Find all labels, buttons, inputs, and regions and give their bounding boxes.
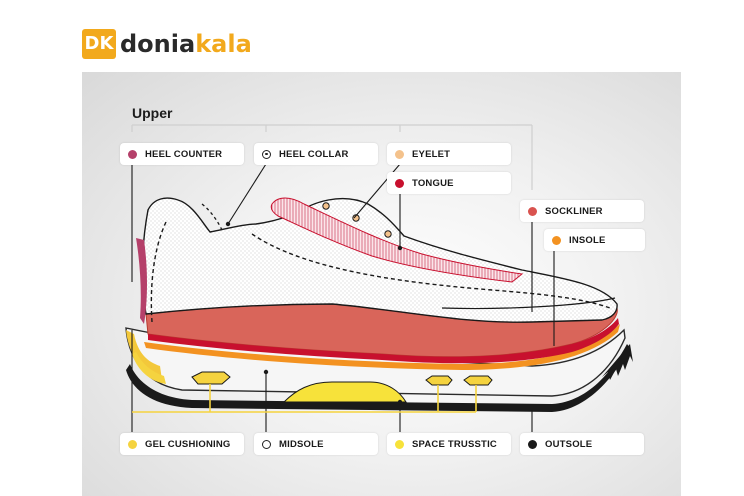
shoe-illustration bbox=[125, 124, 633, 432]
tongue-dot-icon bbox=[395, 178, 404, 188]
label-midsole: MIDSOLE bbox=[254, 433, 378, 455]
label-space-trusstic: SPACE TRUSSTIC bbox=[387, 433, 511, 455]
heel-counter-text: HEEL COUNTER bbox=[145, 148, 223, 160]
gel-bracket bbox=[132, 384, 477, 413]
callout-lines bbox=[131, 163, 555, 432]
eyelet-hole-2 bbox=[352, 214, 360, 222]
space-trusstic-text: SPACE TRUSSTIC bbox=[412, 438, 497, 450]
sockliner-text: SOCKLINER bbox=[545, 205, 603, 217]
eyelet-text: EYELET bbox=[412, 148, 451, 160]
label-insole: INSOLE bbox=[544, 229, 645, 251]
insole-text: INSOLE bbox=[569, 234, 606, 246]
heel-counter-shape bbox=[136, 238, 147, 324]
label-gel-cushioning: GEL CUSHIONING bbox=[120, 433, 244, 455]
space-trusstic-shape bbox=[282, 381, 407, 403]
eyelet-hole-1 bbox=[322, 202, 330, 210]
gel-heel-lower bbox=[132, 352, 166, 384]
heel-counter-dot-icon bbox=[128, 149, 137, 159]
outsole-shape bbox=[126, 344, 630, 412]
heel-collar-text: HEEL COLLAR bbox=[279, 148, 349, 160]
brand-logo[interactable]: DK doniakala bbox=[82, 27, 252, 61]
tongue-shape bbox=[270, 197, 524, 283]
label-tongue: TONGUE bbox=[387, 172, 511, 194]
collar-stitching bbox=[201, 203, 223, 231]
midsole-dot-icon bbox=[262, 439, 271, 449]
label-heel-counter: HEEL COUNTER bbox=[120, 143, 244, 165]
sockliner-dot-icon bbox=[528, 206, 537, 216]
gel-cushioning-text: GEL CUSHIONING bbox=[145, 438, 231, 450]
eyelet-dot-icon bbox=[395, 149, 404, 159]
outsole-tread bbox=[602, 344, 633, 380]
heel-collar-dot-icon bbox=[262, 149, 271, 159]
outsole-dot-icon bbox=[528, 439, 537, 449]
toe-curve bbox=[441, 297, 616, 310]
label-heel-collar: HEEL COLLAR bbox=[254, 143, 378, 165]
logo-text-part2: kala bbox=[195, 30, 252, 58]
upper-bracket bbox=[131, 124, 533, 190]
gel-pod-front-1 bbox=[425, 375, 453, 386]
gel-heel-shape bbox=[126, 330, 162, 380]
gel-pod-rear bbox=[191, 371, 231, 385]
callout-endpoints bbox=[225, 221, 535, 411]
logo-mark-icon: DK bbox=[82, 29, 116, 59]
upper-stitching bbox=[150, 221, 611, 323]
insole-shape bbox=[144, 324, 620, 370]
sockliner-lower-stripe bbox=[148, 318, 619, 364]
label-outsole: OUTSOLE bbox=[520, 433, 644, 455]
gel-pod-front-2 bbox=[463, 375, 493, 386]
upper-group-title: Upper bbox=[132, 105, 173, 121]
space-trusstic-dot-icon bbox=[395, 439, 404, 449]
midsole-text: MIDSOLE bbox=[279, 438, 324, 450]
insole-dot-icon bbox=[552, 235, 561, 245]
logo-wordmark: doniakala bbox=[120, 30, 252, 58]
logo-text-part1: donia bbox=[120, 30, 196, 58]
label-eyelet: EYELET bbox=[387, 143, 511, 165]
gel-cushioning-dot-icon bbox=[128, 439, 137, 449]
outsole-text: OUTSOLE bbox=[545, 438, 593, 450]
label-sockliner: SOCKLINER bbox=[520, 200, 644, 222]
tongue-text: TONGUE bbox=[412, 177, 454, 189]
eyelet-hole-3 bbox=[384, 230, 392, 238]
shoe-anatomy-diagram: Upper HEEL COUNTER HEEL COLLAR EYELET TO… bbox=[82, 72, 681, 496]
